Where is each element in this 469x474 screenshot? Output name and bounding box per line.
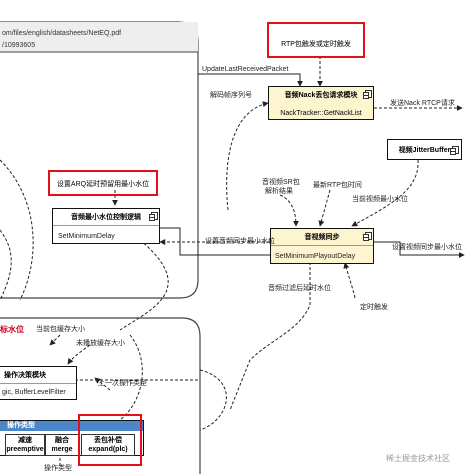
- min-level-method: SetMinimumDelay: [58, 233, 115, 240]
- component-icon: [363, 90, 372, 99]
- label-set-audio-min: 设置音频同步最小水位: [205, 238, 275, 245]
- label-video-min: 当前视频最小水位: [352, 196, 408, 203]
- edge-last-op: [119, 334, 143, 421]
- label-parse-result: 解析结果: [265, 188, 293, 195]
- decision-module: 操作决策模块 gic, BufferLevelFilter: [0, 366, 77, 400]
- component-icon: [363, 232, 372, 241]
- sync-module: 音视频同步 SetMinimumPlayoutDelay: [270, 228, 374, 264]
- label-last-op: 上一次操作类型: [98, 380, 147, 387]
- edge-cur-buffer: [49, 334, 61, 346]
- edge-timer: [343, 262, 356, 299]
- label-update-last: UpdateLastReceivedPacket: [202, 66, 289, 73]
- watermark: 稀土掘金技术社区: [386, 454, 450, 463]
- url-bar: [0, 22, 198, 52]
- edge-av-filtered: [229, 262, 311, 411]
- edge-set-video-min: [374, 241, 465, 258]
- op-types-box: 操作类型 减速 preemptive 融合 merge 丢包补偿 expand(…: [0, 420, 144, 456]
- label-op-type-bottom: 操作类型: [44, 465, 72, 472]
- decision-method: gic, BufferLevelFilter: [2, 389, 66, 396]
- edge-decode-seq: [226, 101, 269, 211]
- component-icon: [450, 146, 459, 155]
- edge-minlevel-out: [160, 227, 270, 256]
- edge-sr-parse: [279, 194, 299, 227]
- op-cell-preemptive: 减速 preemptive: [5, 434, 45, 456]
- nack-module: 音频Nack丢包请求模块 NackTracker::GetNackList: [268, 86, 374, 120]
- op-types-title: 操作类型: [0, 421, 143, 431]
- label-cur-buffer: 当前包缓存大小: [36, 326, 85, 333]
- label-level-red: 标水位: [0, 325, 24, 334]
- label-av-sr: 音视频SR包: [262, 179, 300, 186]
- expand-highlight: [78, 414, 142, 466]
- edge-minlevel-down: [119, 239, 169, 331]
- label-send-nack: 发送Nack RTCP请求: [390, 100, 455, 107]
- min-level-module: 音频最小水位控制逻辑 SetMinimumDelay: [52, 208, 160, 244]
- edge-video-min: [351, 159, 419, 227]
- jitter-module: 视频JitterBuffer: [387, 139, 462, 160]
- edge-update-last: [198, 73, 303, 87]
- label-latest-rtp: 最新RTP包时间: [313, 182, 362, 189]
- edge-left-curve-1: [0, 159, 34, 301]
- rtp-trigger-note: RTP包触发或定时触发: [267, 22, 365, 58]
- edge-unplayed: [67, 344, 91, 365]
- bottom-container-frame: [0, 317, 201, 474]
- top-container-frame: [0, 21, 199, 299]
- label-set-video-min: 设置视频同步最小水位: [392, 244, 462, 251]
- edge-latest-rtp: [318, 189, 331, 227]
- arq-note: 设置ARQ延时预留用最小水位: [48, 170, 158, 196]
- edge-left-curve-2: [0, 229, 12, 301]
- nack-method: NackTracker::GetNackList: [280, 110, 362, 117]
- edge-decision-right: [199, 369, 227, 431]
- label-timer: 定时触发: [360, 304, 388, 311]
- label-decode-seq: 解码帧序列号: [210, 92, 252, 99]
- label-av-filtered: 音频过滤后延时水位: [268, 285, 331, 292]
- frame-url: om/files/english/datasheets/NetEQ.pdf: [2, 30, 122, 37]
- op-cell-expand: 丢包补偿 expand(plc): [81, 434, 135, 456]
- label-unplayed: 未播放缓存大小: [76, 340, 125, 347]
- sync-method: SetMinimumPlayoutDelay: [275, 253, 356, 260]
- component-icon: [149, 212, 158, 221]
- frame-id: /10993605: [2, 42, 36, 49]
- op-cell-merge: 融合 merge: [45, 434, 79, 456]
